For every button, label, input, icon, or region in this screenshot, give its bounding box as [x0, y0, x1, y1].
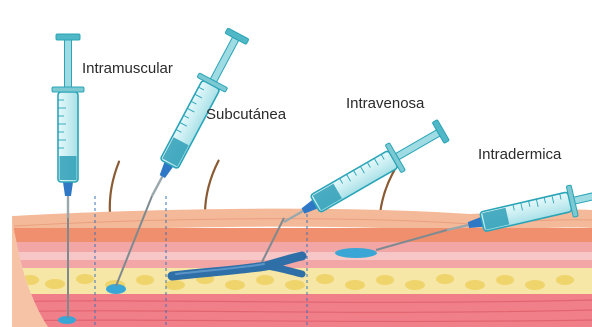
- label-intramuscular: Intramuscular: [82, 60, 173, 77]
- label-intradermica: Intradermica: [478, 146, 561, 163]
- label-subcutanea: Subcutánea: [206, 106, 286, 123]
- label-intravenosa: Intravenosa: [346, 95, 424, 112]
